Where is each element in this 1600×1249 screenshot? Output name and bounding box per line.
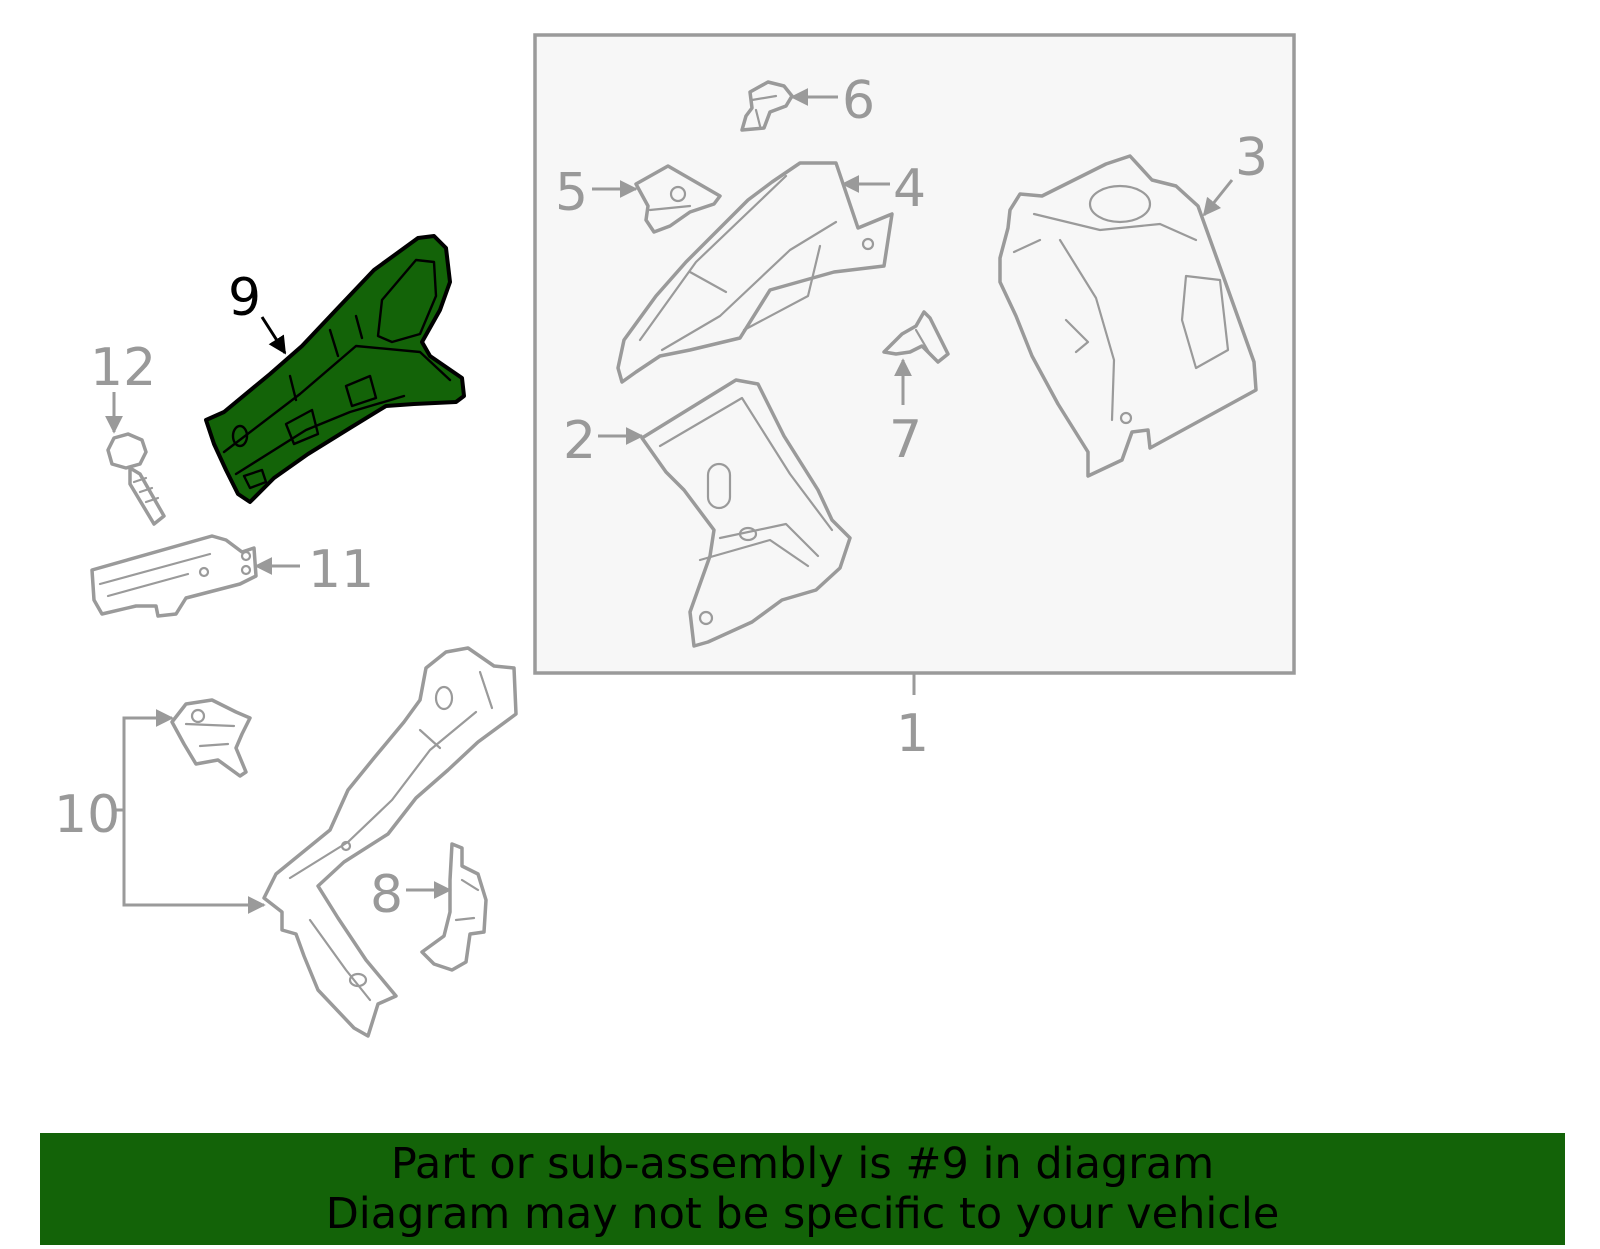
part-3 (998, 154, 1258, 478)
info-banner: Part or sub-assembly is #9 in diagram Di… (40, 1133, 1565, 1245)
part-12-bolt (106, 432, 166, 526)
banner-line-1: Part or sub-assembly is #9 in diagram (390, 1139, 1215, 1189)
part-10-upper (170, 698, 252, 778)
callout-3: 3 (1235, 128, 1268, 188)
part-6 (740, 80, 794, 132)
part-2 (640, 378, 852, 648)
part-8 (420, 842, 488, 972)
banner-line-2: Diagram may not be specific to your vehi… (325, 1189, 1280, 1239)
callout-5: 5 (555, 163, 588, 223)
callout-1: 1 (896, 704, 929, 764)
part-11 (90, 534, 258, 618)
callout-12: 12 (90, 338, 156, 398)
part-5 (634, 164, 722, 234)
part-10-rail (262, 646, 518, 1038)
assembly-box (533, 33, 1296, 675)
callout-2: 2 (563, 411, 596, 471)
callout-4: 4 (893, 159, 926, 219)
callout-7: 7 (889, 410, 922, 470)
callout-6: 6 (842, 71, 875, 131)
part-4 (616, 161, 894, 384)
part-9-highlighted (204, 234, 466, 504)
callout-8: 8 (370, 865, 403, 925)
callout-11: 11 (308, 540, 374, 600)
callout-10: 10 (54, 785, 120, 845)
part-7 (882, 310, 950, 364)
callout-9: 9 (228, 268, 261, 328)
